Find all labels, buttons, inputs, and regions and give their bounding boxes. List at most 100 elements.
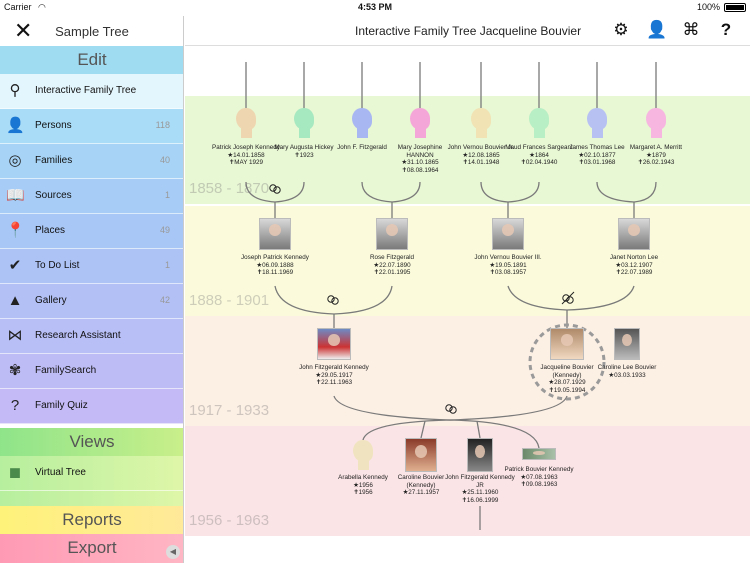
person-name: Patrick Joseph Kennedy (212, 144, 280, 151)
sidebar-item-label: Research Assistant (35, 330, 121, 341)
person-name: Maud Frances Sargeant (505, 144, 573, 151)
couple-arc (596, 181, 657, 203)
sidebar-item-label: Persons (35, 120, 72, 131)
death-date-value: 1923 (299, 151, 314, 159)
section-reports[interactable]: Reports (0, 506, 183, 534)
sidebar-item-familysearch[interactable]: ✾ FamilySearch (0, 354, 183, 389)
marriage-rings-icon[interactable] (269, 184, 281, 194)
birth-date-value: 22.07.1890 (379, 261, 411, 269)
close-icon[interactable]: ✕ (14, 18, 33, 43)
question-icon: ? (10, 397, 20, 414)
birth-date: ★22.07.1890 (357, 262, 427, 270)
help-icon[interactable]: ? (720, 20, 732, 39)
generation-band: 1917 - 1933 (185, 316, 750, 426)
person-name: John Vernou Bouvier Jr. (447, 144, 515, 151)
death-date-value: 03.08.1957 (494, 269, 527, 277)
birth-date: ★1956 (328, 482, 398, 490)
page-title: Interactive Family Tree Jacqueline Bouvi… (355, 24, 582, 38)
death-symbol-icon: ✝ (578, 159, 584, 167)
generation-band: 1888 - 1901 (185, 206, 750, 316)
person-details: Mary Augusta Hickey✝1923 (269, 144, 339, 159)
birth-symbol-icon: ★ (373, 261, 380, 269)
death-date: ✝26.02.1943 (621, 159, 691, 167)
marriage-rings-icon[interactable] (445, 404, 457, 414)
death-date: ✝08.08.1964 (385, 167, 455, 175)
marriage-rings-icon[interactable] (327, 295, 339, 305)
birth-date-value: 07.08.1963 (526, 473, 558, 481)
section-views[interactable]: Views (0, 428, 183, 456)
section-edit[interactable]: Edit (0, 46, 183, 74)
sidebar-item-label: Virtual Tree (35, 467, 86, 478)
sidebar-item-interactive-family-tree[interactable]: ⚲Interactive Family Tree (0, 74, 183, 109)
silhouette-icon (470, 108, 492, 138)
sidebar-item-count: 1 (164, 190, 170, 200)
death-date-value: 22.01.1995 (378, 269, 411, 277)
birth-symbol-icon: ★ (578, 151, 585, 159)
portrait-photo (376, 218, 408, 250)
portrait-photo (317, 328, 351, 360)
portrait-photo (405, 438, 437, 472)
silhouette-icon (352, 440, 374, 470)
death-date-value: 16.06.1999 (466, 496, 499, 504)
sidebar-item-label: Places (35, 225, 66, 236)
person-details: Patrick Bouvier Kennedy★07.08.1963✝09.08… (504, 466, 574, 489)
silhouette-icon (293, 108, 315, 138)
sidebar-item-virtual-tree[interactable]: ◼Virtual Tree (0, 456, 183, 491)
person-icon[interactable]: 👤 (646, 20, 668, 39)
tree-chart-icon[interactable]: ⌘ (682, 20, 700, 39)
person-name: Arabella Kennedy (338, 474, 388, 481)
portrait-photo (522, 448, 556, 460)
birth-date: ★02.10.1877 (562, 152, 632, 160)
death-date: ✝14.01.1948 (446, 159, 516, 167)
birth-date-value: 31.10.1865 (407, 159, 439, 167)
tree-connector-icon: ⚲ (9, 82, 21, 99)
birth-date: ★14.01.1858 (211, 152, 281, 160)
death-date-value: 09.08.1963 (525, 481, 558, 489)
birth-date-value: 1864 (534, 151, 549, 159)
birth-date: ★31.10.1865 (385, 159, 455, 167)
person-details: Caroline Bouvier (Kennedy)★27.11.1957 (386, 474, 456, 497)
person-details: Maud Frances Sargeant★1864✝02.04.1940 (504, 144, 574, 167)
birth-date-value: 19.05.1891 (495, 261, 527, 269)
couple-arc (507, 285, 635, 311)
divorce-rings-icon[interactable] (562, 294, 574, 304)
person-details: Patrick Joseph Kennedy★14.01.1858✝MAY 19… (211, 144, 281, 167)
birth-date: ★29.05.1917 (299, 372, 369, 380)
portrait-photo (467, 438, 493, 472)
person-details: John Fitzgerald Kennedy★29.05.1917✝22.11… (299, 364, 369, 387)
silhouette-icon (235, 108, 257, 138)
sidebar-item-family-quiz[interactable]: ?Family Quiz (0, 389, 183, 424)
sidebar-item-label: To Do List (35, 260, 80, 271)
wifi-icon: ◠ (38, 2, 46, 12)
familysearch-tree-icon: ✾ (8, 362, 22, 379)
portrait-photo (259, 218, 291, 250)
birth-date: ★1879 (621, 152, 691, 160)
sidebar-item-research-assistant[interactable]: ⋈Research Assistant (0, 319, 183, 354)
status-bar: Carrier ◠ 4:53 PM 100% (0, 0, 750, 16)
birth-symbol-icon: ★ (489, 261, 496, 269)
sidebar: ✕ Sample Tree Edit ⚲Interactive Family T… (0, 16, 184, 563)
death-symbol-icon: ✝ (373, 269, 379, 277)
death-date-value: 14.01.1948 (467, 159, 500, 167)
birth-date-value: 14.01.1858 (233, 151, 265, 159)
person-name: James Thomas Lee (569, 144, 625, 151)
death-symbol-icon: ✝ (548, 386, 554, 394)
portrait-photo (614, 328, 640, 360)
sidebar-item-count: 118 (155, 120, 170, 130)
sidebar-item-label: FamilySearch (35, 365, 97, 376)
silhouette-icon (409, 108, 431, 138)
person-name: Patrick Bouvier Kennedy (504, 466, 574, 473)
birth-symbol-icon: ★ (529, 151, 535, 159)
person-name: John Fitzgerald Kennedy JR (445, 474, 515, 489)
collapse-sidebar-icon[interactable]: ◀ (166, 545, 180, 559)
portrait-photo (618, 218, 650, 250)
gear-icon[interactable]: ⚙ (613, 20, 629, 39)
birth-symbol-icon: ★ (462, 151, 469, 159)
section-export[interactable]: Export (0, 534, 183, 563)
